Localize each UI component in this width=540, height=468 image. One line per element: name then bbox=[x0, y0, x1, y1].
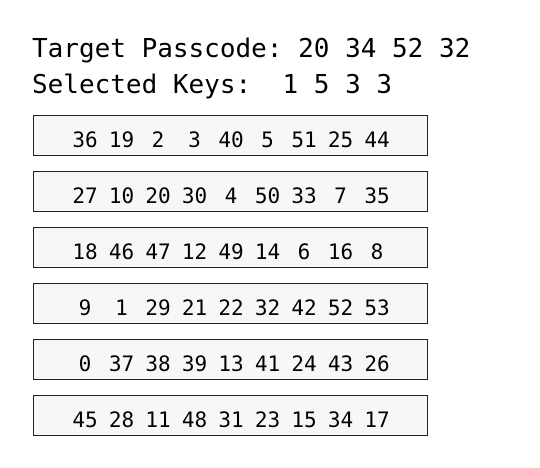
key-button[interactable]: 4 bbox=[224, 184, 238, 208]
key-button[interactable]: 31 bbox=[218, 408, 244, 432]
key-button[interactable]: 22 bbox=[218, 296, 244, 320]
key-button[interactable]: 40 bbox=[218, 128, 244, 152]
target-passcode-line: Target Passcode: 20 34 52 32 bbox=[32, 34, 470, 64]
key-button[interactable]: 25 bbox=[327, 128, 354, 152]
key-button[interactable]: 38 bbox=[145, 352, 171, 376]
key-button[interactable]: 39 bbox=[181, 352, 208, 376]
key-button[interactable]: 53 bbox=[364, 296, 390, 320]
key-button[interactable]: 10 bbox=[108, 184, 135, 208]
key-button[interactable]: 51 bbox=[291, 128, 317, 152]
target-passcode-label: Target Passcode: bbox=[32, 34, 283, 64]
key-button[interactable]: 26 bbox=[364, 352, 390, 376]
key-button[interactable]: 9 bbox=[78, 296, 92, 320]
key-button[interactable]: 33 bbox=[291, 184, 317, 208]
key-button[interactable]: 5 bbox=[261, 128, 274, 152]
key-button[interactable]: 18 bbox=[72, 240, 98, 264]
key-button[interactable]: 15 bbox=[291, 408, 317, 432]
key-button[interactable]: 19 bbox=[108, 128, 135, 152]
key-button[interactable]: 20 bbox=[145, 184, 171, 208]
key-button[interactable]: 50 bbox=[254, 184, 281, 208]
key-button[interactable]: 52 bbox=[327, 296, 354, 320]
key-button[interactable]: 35 bbox=[364, 184, 390, 208]
key-button[interactable]: 47 bbox=[145, 240, 171, 264]
key-button[interactable]: 49 bbox=[218, 240, 244, 264]
target-passcode-values: 20 34 52 32 bbox=[298, 34, 471, 64]
key-button[interactable]: 16 bbox=[327, 240, 354, 264]
key-button[interactable]: 28 bbox=[108, 408, 135, 432]
key-button[interactable]: 6 bbox=[297, 240, 311, 264]
selected-keys-line: Selected Keys: 1 5 3 3 bbox=[32, 70, 392, 100]
keypad-row-2: 27 10 20 30 4 50 33 7 35 bbox=[33, 171, 428, 212]
key-button[interactable]: 29 bbox=[145, 296, 171, 320]
key-button[interactable]: 45 bbox=[72, 408, 98, 432]
key-button[interactable]: 21 bbox=[181, 296, 208, 320]
key-button[interactable]: 36 bbox=[72, 128, 98, 152]
key-button[interactable]: 37 bbox=[108, 352, 135, 376]
key-button[interactable]: 42 bbox=[291, 296, 317, 320]
key-button[interactable]: 1 bbox=[115, 296, 128, 320]
key-button[interactable]: 43 bbox=[327, 352, 354, 376]
key-button[interactable]: 30 bbox=[181, 184, 208, 208]
keypad-row-5: 0 37 38 39 13 41 24 43 26 bbox=[33, 339, 428, 380]
key-button[interactable]: 2 bbox=[151, 128, 165, 152]
key-button[interactable]: 12 bbox=[181, 240, 208, 264]
keypad-row-6: 45 28 11 48 31 23 15 34 17 bbox=[33, 395, 428, 436]
key-button[interactable]: 44 bbox=[364, 128, 390, 152]
key-button[interactable]: 48 bbox=[181, 408, 208, 432]
key-button[interactable]: 3 bbox=[188, 128, 201, 152]
key-button[interactable]: 32 bbox=[254, 296, 281, 320]
key-button[interactable]: 27 bbox=[72, 184, 98, 208]
key-button[interactable]: 7 bbox=[334, 184, 347, 208]
selected-keys-label: Selected Keys: bbox=[32, 70, 252, 100]
key-button[interactable]: 14 bbox=[254, 240, 281, 264]
key-button[interactable]: 8 bbox=[370, 240, 384, 264]
key-button[interactable]: 23 bbox=[254, 408, 281, 432]
key-button[interactable]: 41 bbox=[254, 352, 281, 376]
key-button[interactable]: 0 bbox=[78, 352, 92, 376]
key-button[interactable]: 46 bbox=[108, 240, 135, 264]
key-button[interactable]: 13 bbox=[218, 352, 244, 376]
key-button[interactable]: 24 bbox=[291, 352, 317, 376]
key-button[interactable]: 11 bbox=[145, 408, 171, 432]
selected-keys-values: 1 5 3 3 bbox=[282, 70, 393, 100]
key-button[interactable]: 34 bbox=[327, 408, 354, 432]
key-button[interactable]: 17 bbox=[364, 408, 390, 432]
keypad-row-3: 18 46 47 12 49 14 6 16 8 bbox=[33, 227, 428, 268]
